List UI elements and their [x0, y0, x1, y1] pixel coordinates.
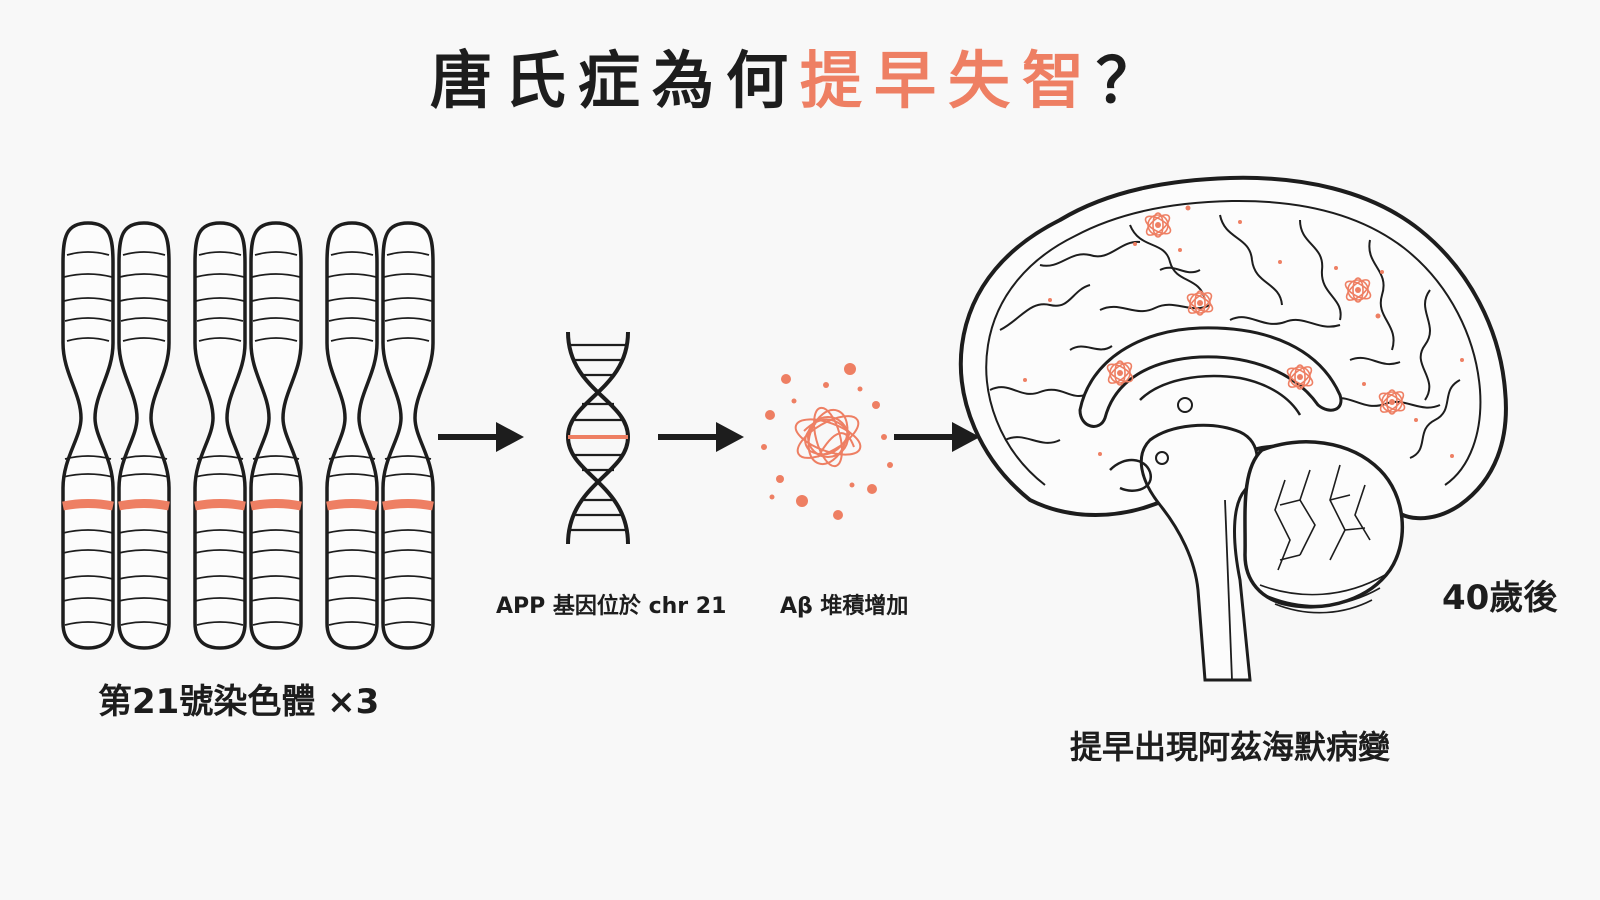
arrow-right-icon	[658, 422, 744, 452]
arrow-right-icon	[438, 422, 524, 452]
chromosome-2-icon	[195, 223, 301, 648]
chromosome-label: 第21號染色體 ×3	[98, 682, 380, 722]
chromosome-3-icon	[327, 223, 433, 648]
arrow-right-icon	[894, 422, 980, 452]
chromosome-1-icon	[63, 223, 169, 648]
amyloid-cluster-icon	[761, 363, 893, 520]
title-highlight: 提早失智	[799, 44, 1096, 117]
abeta-label: Aβ 堆積增加	[780, 594, 909, 619]
age-label: 40歲後	[1442, 578, 1558, 618]
page-title: 唐氏症為何提早失智？	[0, 30, 1600, 120]
title-part1: 唐氏症為何	[429, 44, 800, 117]
dna-helix-icon	[565, 331, 631, 545]
title-part2: ？	[1096, 44, 1171, 117]
app-gene-label: APP 基因位於 chr 21	[496, 594, 727, 619]
outcome-label: 提早出現阿茲海默病變	[1070, 728, 1391, 766]
brain-sagittal-icon	[958, 175, 1508, 682]
